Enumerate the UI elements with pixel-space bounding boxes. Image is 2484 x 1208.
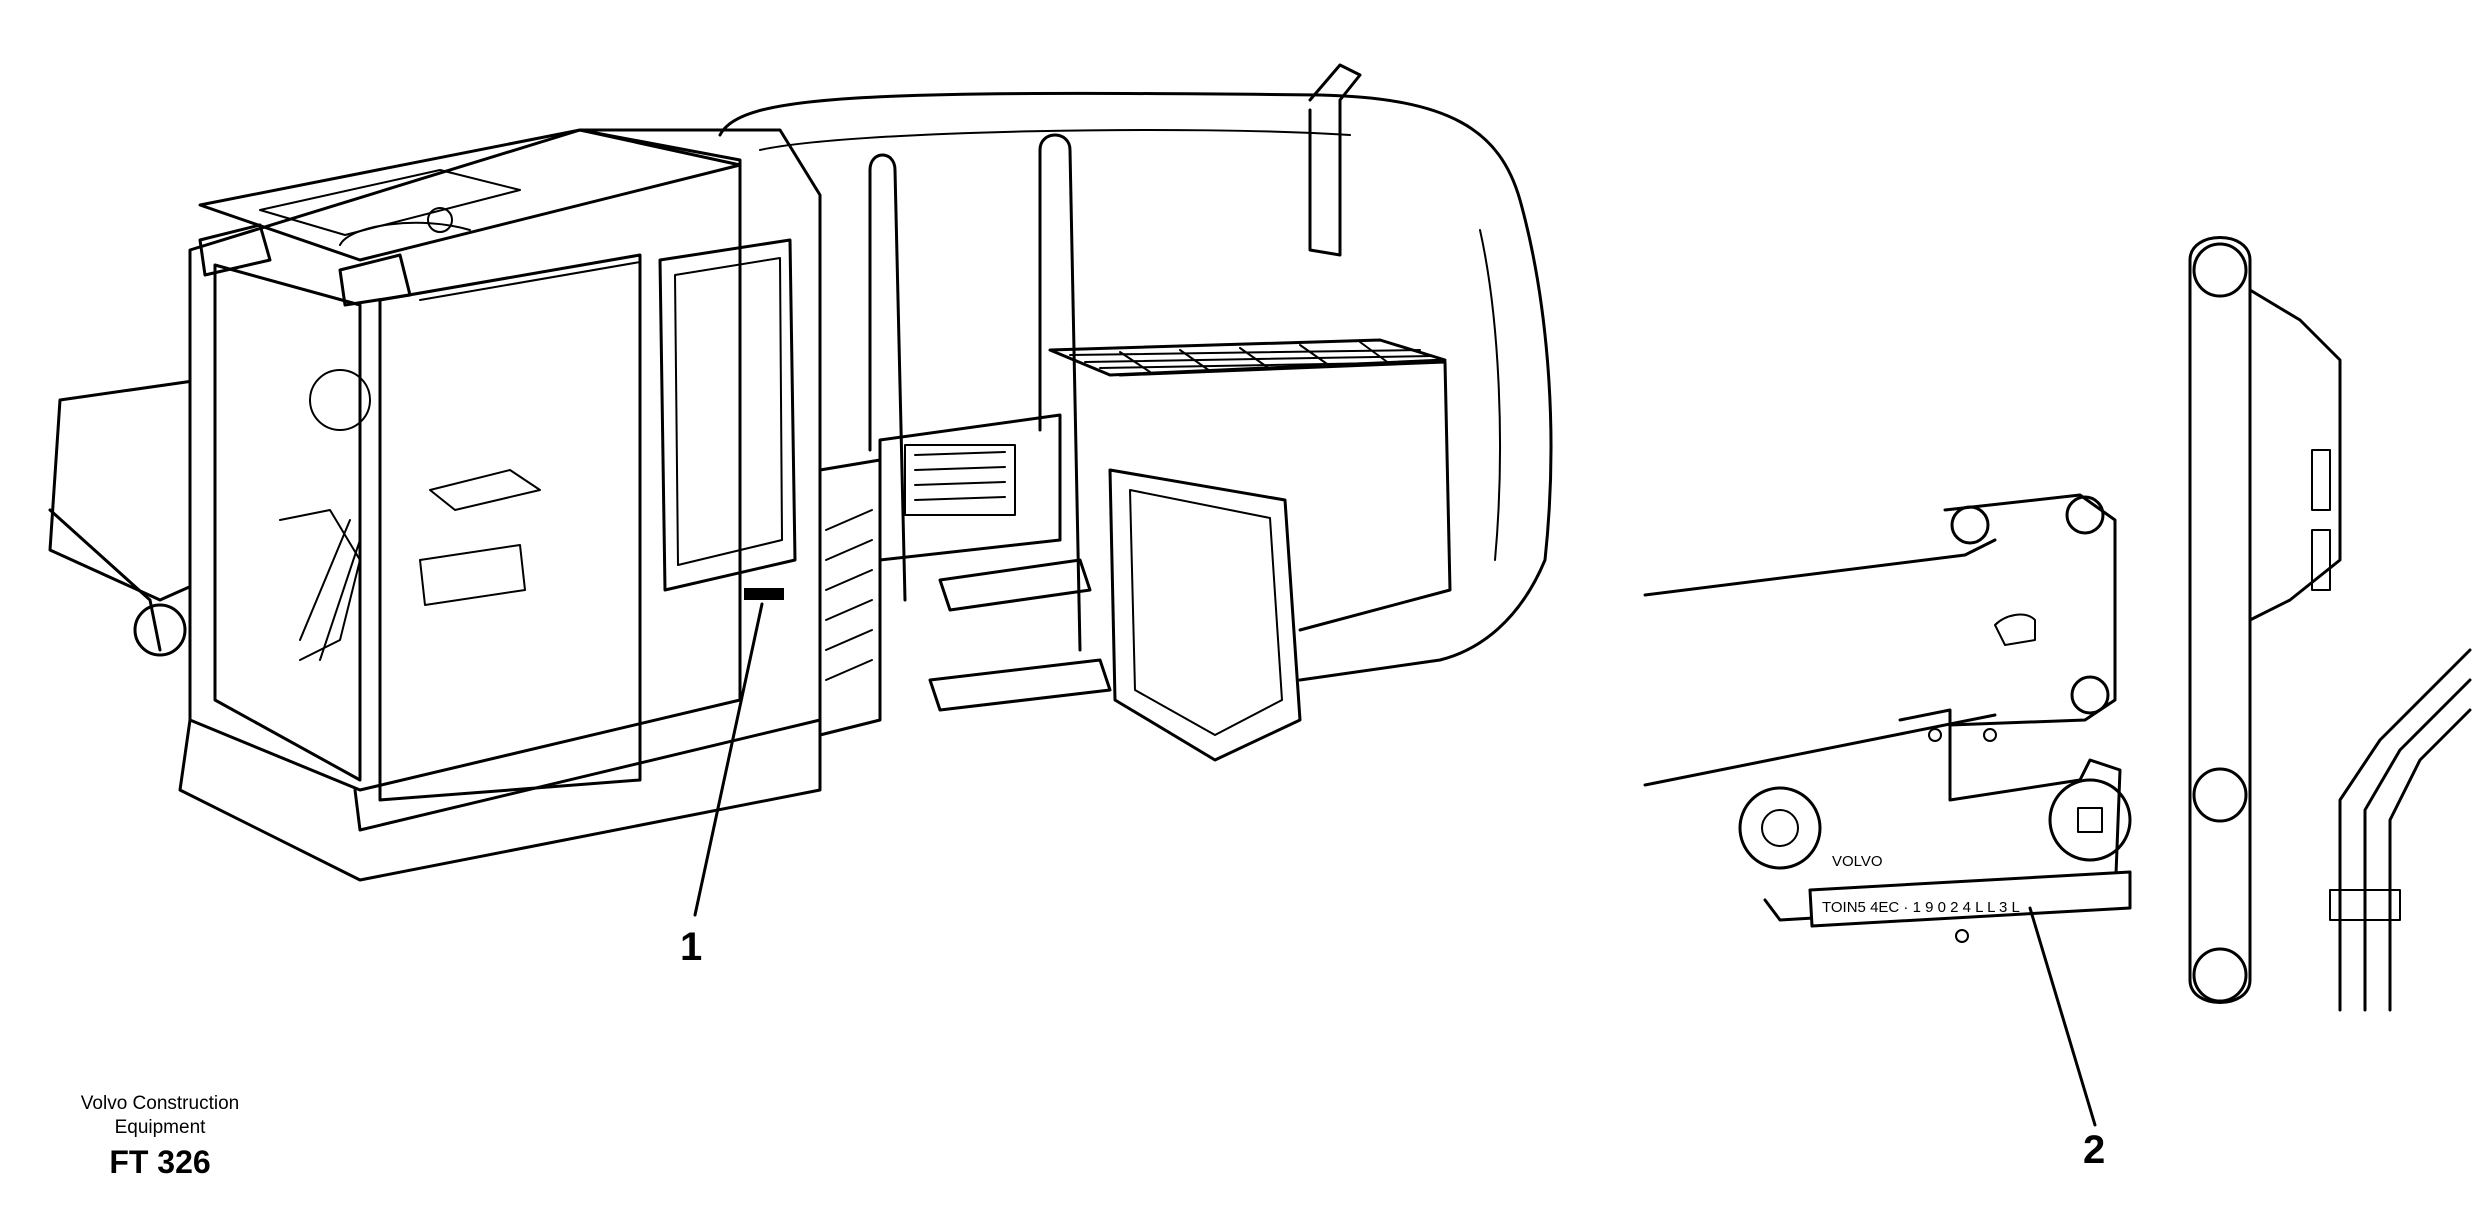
credit-line-2: Equipment [114,1117,206,1138]
callout-2-leader [2028,906,2097,1127]
callout-label-1: 1 [680,925,703,969]
publisher-credit: Volvo Construction Equipment FT 326 [40,1092,280,1182]
plate-serial: TOIN5 4EC · 1 9 0 2 4 L L 3 L [1822,899,2020,916]
detail-illustration: VOLVO TOIN5 4EC · 1 9 0 2 4 L L 3 L [1643,236,2472,1127]
credit-line-1: Volvo Construction [80,1093,240,1114]
excavator-illustration [48,63,1553,917]
callout-1-leader [693,602,764,917]
callout-label-2: 2 [2083,1128,2106,1172]
figure-code: FT 326 [109,1144,211,1180]
decal-marker-1 [744,588,784,600]
plate-brand: VOLVO [1832,853,1883,870]
